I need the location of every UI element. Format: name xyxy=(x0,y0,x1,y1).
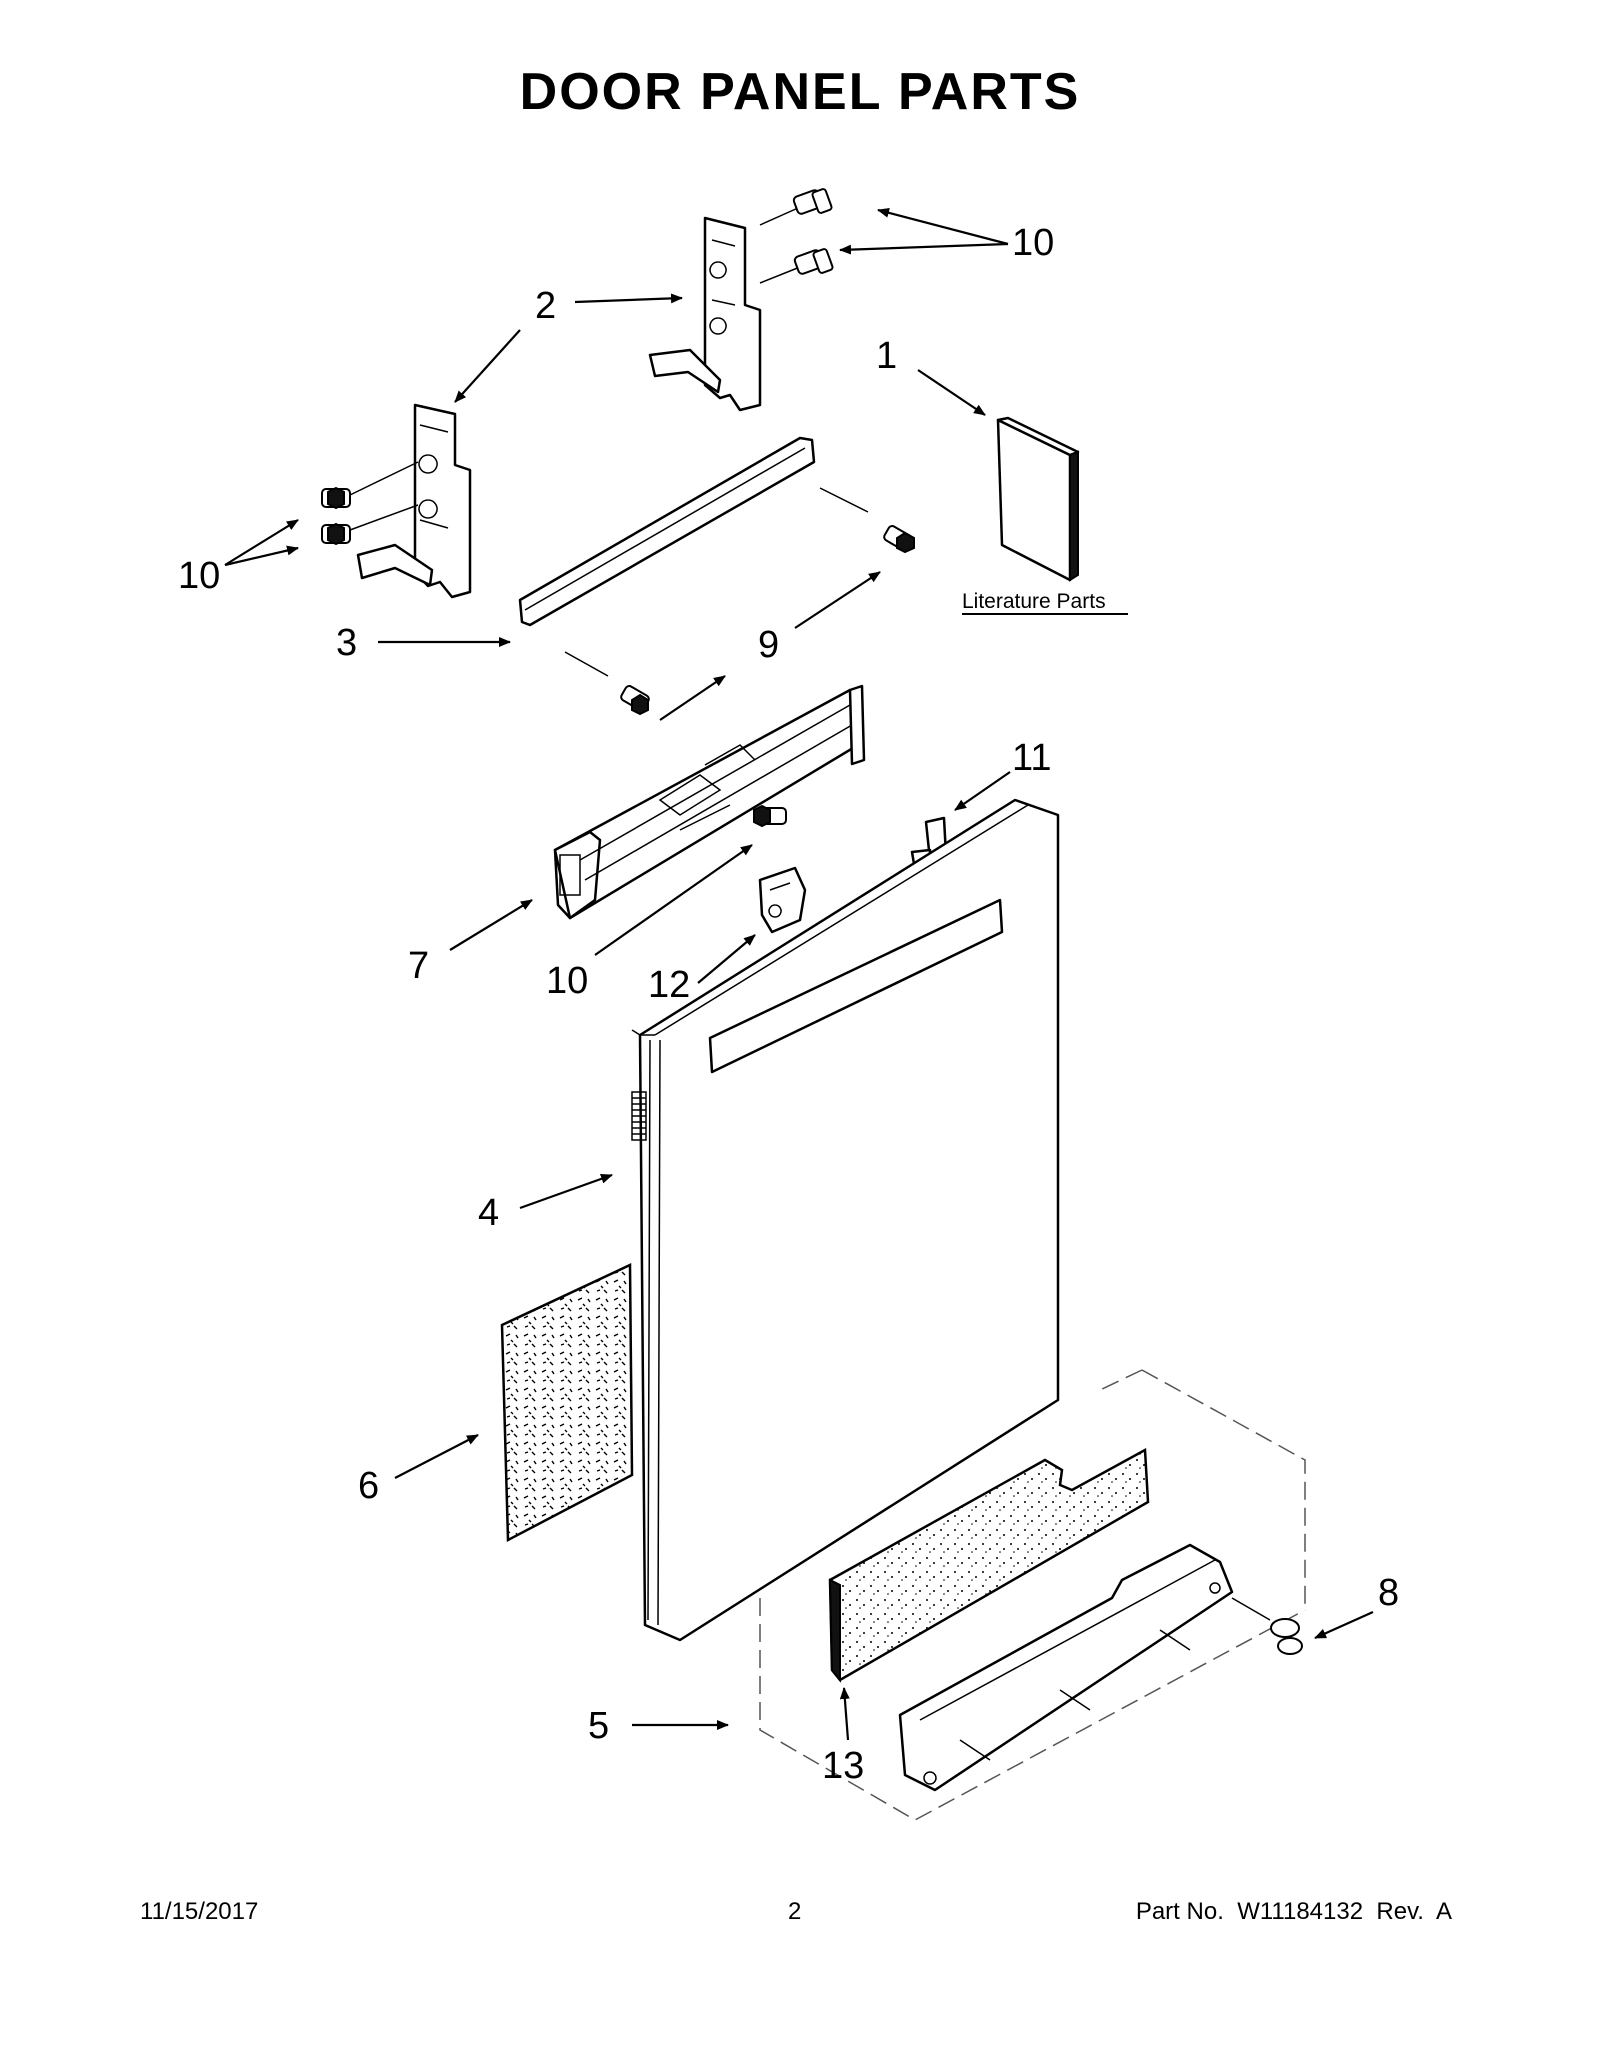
screw-9-lower xyxy=(564,651,650,716)
footer-date: 11/15/2017 xyxy=(140,1898,259,1925)
door-panel xyxy=(631,798,1060,1642)
door-rail xyxy=(518,436,816,627)
vent-slots xyxy=(631,1091,647,1141)
toe-panel-assembly-outline xyxy=(759,1369,1306,1821)
literature-book xyxy=(996,416,1080,582)
callout-4: 4 xyxy=(478,1192,499,1234)
screw-mid xyxy=(753,804,787,828)
footer-page-number: 2 xyxy=(788,1898,802,1925)
callout-10-mid: 10 xyxy=(546,960,588,1002)
callout-9: 9 xyxy=(758,624,779,666)
toe-panel-foam xyxy=(828,1447,1150,1683)
control-housing xyxy=(553,684,866,920)
toe-panel-screw xyxy=(1231,1597,1303,1655)
callout-11: 11 xyxy=(1012,737,1051,779)
callout-12: 12 xyxy=(648,964,690,1006)
callout-3: 3 xyxy=(336,622,357,664)
callout-8: 8 xyxy=(1378,1572,1399,1614)
page-title: DOOR PANEL PARTS xyxy=(519,63,1081,121)
screw-top-1 xyxy=(759,188,833,226)
leader-lines xyxy=(224,207,1374,1741)
callout-13: 13 xyxy=(822,1745,864,1787)
screw-9-right xyxy=(819,487,915,554)
callout-10-left: 10 xyxy=(178,555,220,597)
hinge-bracket-upper xyxy=(648,216,762,412)
screw-top-2 xyxy=(759,248,834,284)
callout-5: 5 xyxy=(588,1705,609,1747)
callout-2-top: 2 xyxy=(535,285,556,327)
callout-6: 6 xyxy=(358,1465,379,1507)
callout-1: 1 xyxy=(876,335,897,377)
callout-10-top: 10 xyxy=(1012,222,1054,264)
door-latch xyxy=(758,866,807,934)
literature-parts-label: Literature Parts xyxy=(962,590,1106,613)
footer-part-number: Part No. W11184132 Rev. A xyxy=(1135,1898,1452,1925)
insulation-panel xyxy=(500,1263,634,1543)
screw-left-2 xyxy=(321,504,419,546)
toe-panel xyxy=(898,1543,1234,1792)
callout-7: 7 xyxy=(408,945,429,987)
hinge-bracket-left xyxy=(356,403,472,599)
screw-left-1 xyxy=(321,461,419,510)
